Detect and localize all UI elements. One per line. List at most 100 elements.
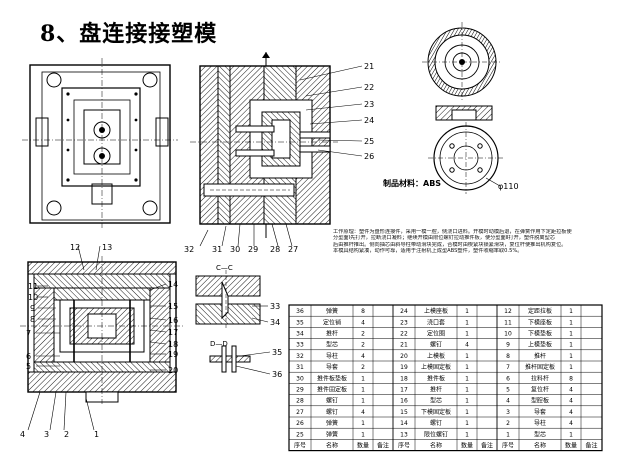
table-cell: 名称 — [534, 441, 546, 449]
callout-number: 31 — [212, 245, 222, 254]
note-line: 本模具结构紧凑，动作可靠，适用于注射机上成型ABS塑件，塑件收缩率取0.5%。 — [333, 247, 523, 254]
callouts-sections: 33 34 35 36 — [270, 302, 282, 379]
table-cell: 1 — [465, 330, 469, 337]
callout-number: 28 — [270, 245, 280, 254]
callout-number: 9 — [30, 304, 35, 313]
table-cell: 1 — [465, 375, 469, 382]
callout-number: 15 — [168, 302, 178, 311]
table-cell: 导套 — [534, 408, 546, 416]
table-cell: 1 — [569, 308, 573, 315]
table-cell: 4 — [569, 386, 573, 393]
table-cell: 28 — [296, 398, 304, 405]
table-cell: 浇口套 — [427, 318, 445, 326]
table-cell: 10 — [504, 330, 512, 337]
table-cell: 1 — [465, 319, 469, 326]
callout-number: 24 — [364, 116, 374, 125]
table-cell: 推件固定板 — [317, 385, 347, 393]
callout-number: 29 — [248, 245, 258, 254]
table-cell: 1 — [361, 431, 365, 438]
table-cell: 4 — [569, 409, 573, 416]
table-cell: 下模固定板 — [421, 408, 451, 416]
note-line: 分型面Ⅰ先打开，拉断浇口凝料；继续开模由限位螺钉拉动推件板，使分型面Ⅱ打开，塑件… — [333, 235, 555, 242]
table-cell: 弹簧 — [326, 419, 338, 427]
callout-number: 2 — [64, 430, 69, 439]
table-cell: 24 — [400, 308, 408, 315]
table-cell: 9 — [506, 342, 510, 349]
table-cell: 定位销 — [323, 318, 341, 326]
table-cell: 推件板 — [427, 374, 445, 382]
table-cell: 弹簧 — [326, 307, 338, 315]
table-cell: 2 — [361, 364, 365, 371]
table-cell: 名称 — [326, 441, 338, 449]
table-cell: 序号 — [398, 441, 410, 449]
table-cell: 27 — [296, 409, 304, 416]
table-cell: 31 — [296, 364, 304, 371]
table-cell: 推杆 — [326, 329, 338, 337]
callouts-top-right: 21 22 23 24 25 26 — [364, 62, 374, 161]
table-cell: 17 — [400, 386, 408, 393]
table-cell: 1 — [361, 386, 365, 393]
table-cell: 螺钉 — [430, 341, 442, 349]
table-cell: 序号 — [502, 441, 514, 449]
callout-number: 14 — [168, 280, 178, 289]
table-cell: 限位螺钉 — [424, 430, 448, 438]
table-cell: 25 — [296, 431, 304, 438]
material-note: 制品材料：ABS — [383, 179, 442, 188]
callout-number: 6 — [26, 352, 31, 361]
table-cell: 19 — [400, 364, 408, 371]
note-line: 后由推杆推出。侧向抽芯由斜导柱带动滑块完成，合模时由楔紧块锁紧滑块，复位杆使推出… — [333, 241, 567, 248]
table-cell: 7 — [506, 364, 510, 371]
table-cell: 18 — [400, 375, 408, 382]
table-cell: 4 — [569, 420, 573, 427]
table-cell: 8 — [361, 308, 365, 315]
diameter-label: φ110 — [498, 182, 519, 191]
table-cell: 序号 — [294, 441, 306, 449]
callout-number: 8 — [30, 315, 35, 324]
table-cell: 备注 — [481, 441, 493, 449]
table-cell: 1 — [569, 342, 573, 349]
main-section-view — [190, 52, 338, 238]
callout-number: 35 — [272, 348, 282, 357]
section-c-label: C—C — [216, 264, 233, 272]
table-cell: 数量 — [357, 441, 369, 449]
callout-number: 11 — [28, 282, 38, 291]
table-cell: 推杆 — [430, 385, 442, 393]
table-cell: 5 — [506, 386, 510, 393]
callout-number: 1 — [94, 430, 99, 439]
table-cell: 螺钉 — [326, 397, 338, 405]
table-cell: 1 — [361, 375, 365, 382]
callout-number: 17 — [168, 328, 178, 337]
table-cell: 1 — [465, 386, 469, 393]
callouts-bottom-section: 32 31 30 29 28 27 — [184, 245, 298, 254]
callouts-lower-left: 11 10 9 8 7 6 5 4 3 2 1 — [20, 282, 99, 439]
table-cell: 上模板 — [427, 352, 445, 360]
callout-number: 21 — [364, 62, 374, 71]
table-cell: 35 — [296, 319, 304, 326]
table-cell: 32 — [296, 353, 304, 360]
table-cell: 1 — [569, 353, 573, 360]
section-d-label: D—D — [210, 340, 228, 348]
table-cell: 1 — [569, 364, 573, 371]
table-cell: 11 — [504, 319, 512, 326]
table-cell: 上模座板 — [424, 307, 448, 315]
table-cell: 4 — [569, 398, 573, 405]
table-cell: 4 — [361, 353, 365, 360]
table-cell: 34 — [296, 330, 304, 337]
table-cell: 1 — [361, 398, 365, 405]
section-c-view — [195, 270, 269, 330]
table-cell: 1 — [361, 420, 365, 427]
table-cell: 拉料杆 — [531, 374, 549, 382]
table-cell: 3 — [506, 409, 510, 416]
table-cell: 29 — [296, 386, 304, 393]
callout-number: 27 — [288, 245, 298, 254]
table-cell: 6 — [506, 375, 510, 382]
table-cell: 型芯 — [326, 341, 338, 349]
callout-number: 19 — [168, 350, 178, 359]
table-cell: 1 — [506, 431, 510, 438]
table-cell: 1 — [465, 431, 469, 438]
table-cell: 21 — [400, 342, 408, 349]
table-cell: 14 — [400, 420, 408, 427]
table-cell: 15 — [400, 409, 408, 416]
